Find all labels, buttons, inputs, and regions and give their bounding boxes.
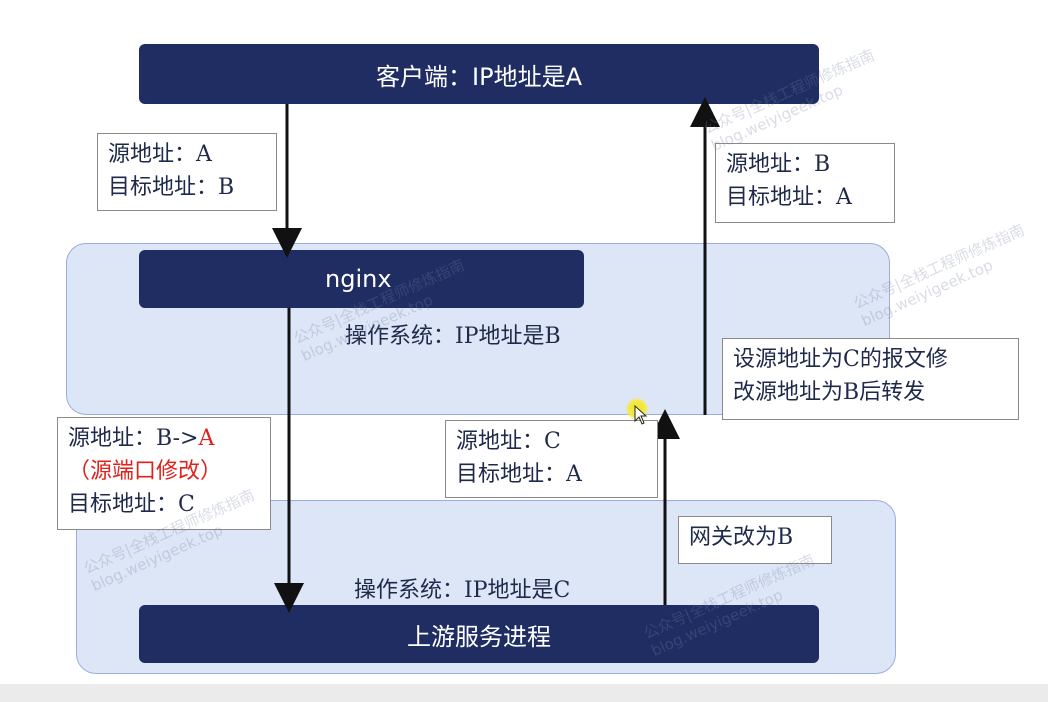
client-bar: 客户端：IP地址是A <box>139 44 819 104</box>
packet-box-nginx-to-client: 源地址：B 目标地址：A <box>715 143 895 223</box>
packet-src-highlight: A <box>198 426 215 451</box>
bottom-bar <box>0 684 1048 702</box>
packet-src: 源地址：C <box>456 429 561 454</box>
packet-src: 源地址：A <box>108 142 212 167</box>
packet-src: 源地址：B->A <box>68 422 260 455</box>
note-line-2: 改源地址为B后转发 <box>733 380 926 405</box>
upstream-os-label: 操作系统：IP地址是C <box>354 578 571 603</box>
packet-dst: 目标地址：B <box>108 175 235 200</box>
upstream-bar: 上游服务进程 <box>139 605 819 663</box>
packet-src: 源地址：B <box>726 152 831 177</box>
packet-box-upstream-to-nginx: 源地址：C 目标地址：A <box>445 420 658 498</box>
packet-dst: 目标地址：C <box>68 492 195 517</box>
gateway-note: 网关改为B <box>678 516 832 564</box>
packet-src-prefix: 源地址：B-> <box>68 426 199 451</box>
source-port-note: （源端口修改） <box>68 459 223 484</box>
nginx-bar-label: nginx <box>325 265 392 293</box>
upstream-bar-label: 上游服务进程 <box>407 622 551 651</box>
nginx-os-label: 操作系统：IP地址是B <box>345 324 561 349</box>
nginx-bar: nginx <box>139 250 584 308</box>
client-bar-label: 客户端：IP地址是A <box>376 62 582 91</box>
mouse-cursor-icon <box>634 405 648 425</box>
packet-dst: 目标地址：A <box>456 462 582 487</box>
modify-source-note: 设源地址为C的报文修 改源地址为B后转发 <box>722 338 1019 420</box>
packet-box-nginx-to-upstream: 源地址：B->A （源端口修改） 目标地址：C <box>57 417 271 530</box>
packet-dst: 目标地址：A <box>726 185 852 210</box>
note-line-1: 设源地址为C的报文修 <box>733 347 948 372</box>
packet-box-client-to-nginx: 源地址：A 目标地址：B <box>97 133 277 211</box>
gateway-note-label: 网关改为B <box>689 525 794 550</box>
